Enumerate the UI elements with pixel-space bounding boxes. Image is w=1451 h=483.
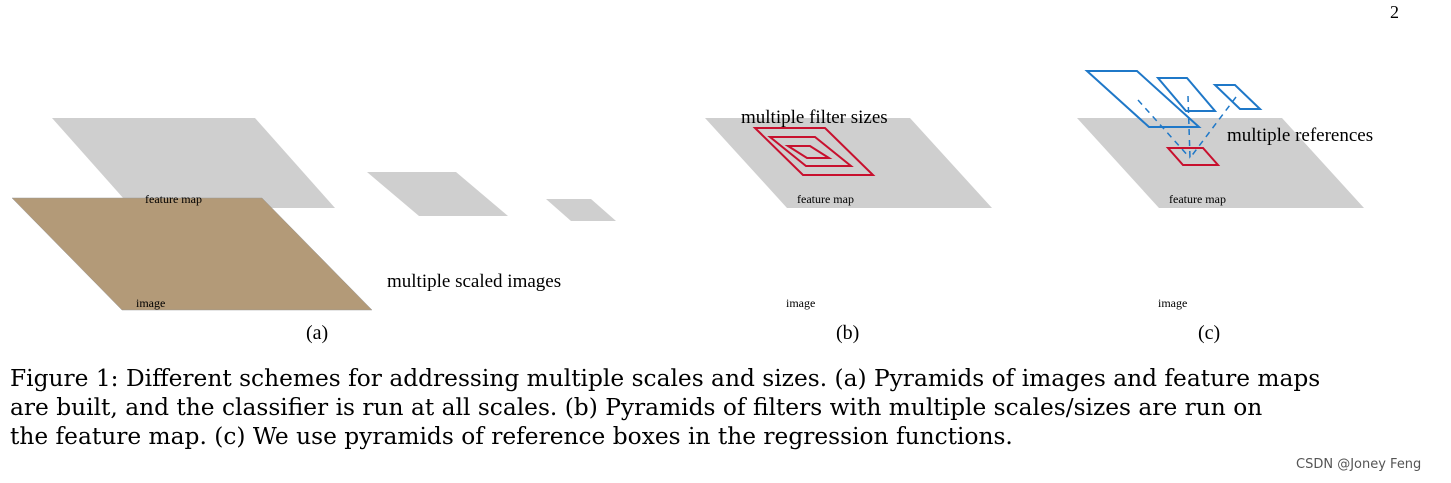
image-plane [1040, 198, 1400, 310]
panel-c: multiple references feature map image (c… [1040, 70, 1400, 344]
panel-a: feature map image multiple scaled images… [11, 118, 626, 344]
sublabel-a: (a) [306, 322, 328, 344]
sublabel-b: (b) [836, 322, 859, 344]
feature-map-plane [1077, 118, 1364, 208]
feature-map-label: feature map [145, 192, 202, 206]
filter-boxes [752, 127, 876, 176]
references-note: multiple references [1227, 125, 1373, 146]
caption-line: the feature map. (c) We use pyramids of … [10, 423, 1013, 450]
scaled-images-note: multiple scaled images [387, 271, 561, 292]
reference-lines [1137, 95, 1237, 159]
feature-map-plane-mid [367, 172, 508, 216]
figure-caption: Figure 1: Different schemes for addressi… [10, 364, 1402, 451]
image-plane-small [537, 220, 626, 248]
page-number: 2 [1390, 2, 1399, 22]
reference-boxes [1084, 70, 1263, 128]
caption-line: Figure 1: Different schemes for addressi… [10, 365, 1321, 392]
image-label: image [136, 296, 165, 310]
sublabel-c: (c) [1198, 322, 1220, 344]
image-plane [11, 197, 373, 311]
filter-sizes-note: multiple filter sizes [741, 107, 888, 128]
feature-map-plane-small [546, 199, 616, 221]
feature-map-label: feature map [1169, 192, 1226, 206]
feature-map-plane [52, 118, 335, 208]
figure-1: feature map image multiple scaled images… [11, 70, 1400, 344]
feature-map-label: feature map [797, 192, 854, 206]
image-label: image [786, 296, 815, 310]
image-plane [669, 198, 1028, 310]
caption-line: are built, and the classifier is run at … [10, 394, 1263, 421]
anchor-box [1165, 147, 1221, 166]
watermark: CSDN @Joney Feng [1296, 457, 1422, 472]
panel-b: multiple filter sizes feature map image … [669, 107, 1028, 344]
image-label: image [1158, 296, 1187, 310]
image-plane-mid [347, 212, 512, 268]
